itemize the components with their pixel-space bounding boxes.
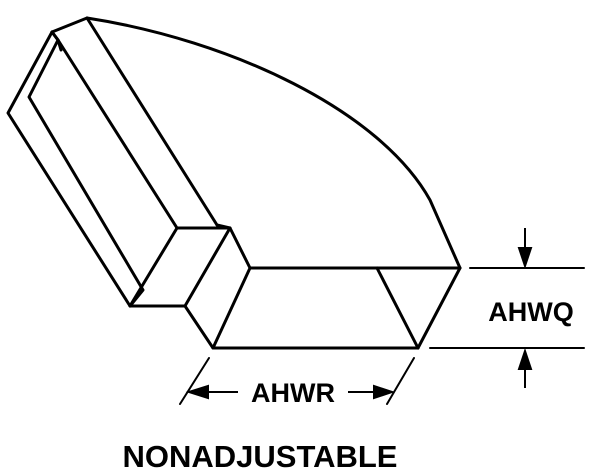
height-dimension-label: AHWQ (488, 297, 573, 327)
elbow-outlet-diagonal (375, 266, 420, 350)
diagram-caption: NONADJUSTABLE (123, 439, 398, 474)
duct-front-edge (56, 38, 179, 230)
arrow-head-up (517, 347, 533, 370)
extension-line-left (179, 357, 210, 405)
coupling-top (215, 223, 232, 230)
flange-edge (50, 30, 60, 42)
arrow-head-left (185, 384, 209, 400)
extension-line-right (386, 357, 415, 405)
coupling-outline (128, 226, 252, 350)
duct-back-edge (85, 16, 219, 227)
duct-top-edge (50, 16, 89, 34)
coupling-edge (183, 226, 232, 308)
duct-end-edge (128, 226, 179, 308)
length-extension-lines (179, 357, 415, 405)
elbow-body (85, 16, 462, 350)
duct-run (50, 16, 219, 308)
arrow-head-right (373, 384, 396, 400)
elbow-right-edge (416, 266, 462, 350)
length-dimension-label: AHWR (251, 378, 335, 408)
coupling-block (128, 223, 252, 350)
elbow-arc (85, 16, 462, 270)
length-dimension-arrows (185, 384, 396, 400)
height-dimension-arrows (517, 228, 533, 388)
arrow-head-down (517, 247, 533, 270)
height-extension-lines (429, 267, 585, 349)
